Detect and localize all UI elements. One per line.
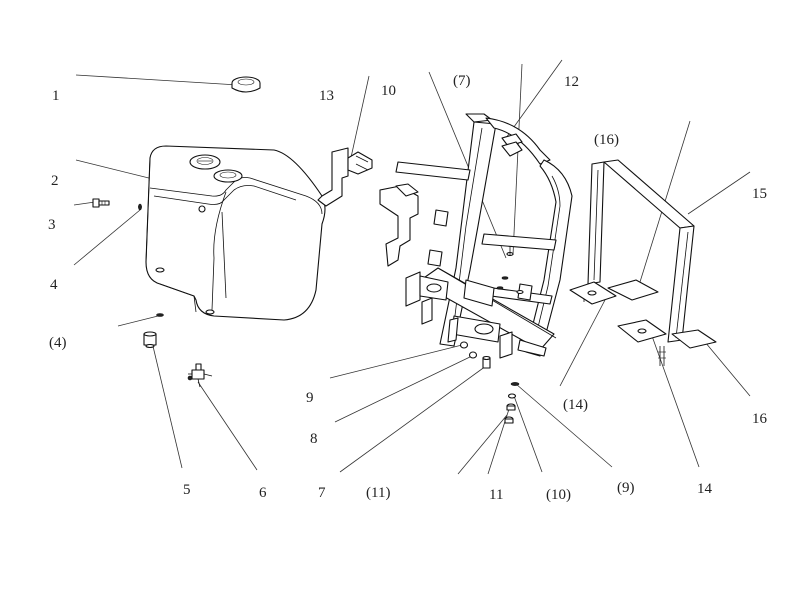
hardware-stack bbox=[504, 382, 520, 424]
drain-plug bbox=[143, 331, 157, 349]
hardware-washer bbox=[468, 351, 478, 359]
washer-alt bbox=[156, 313, 164, 317]
label-part-9-alt: (9) bbox=[617, 480, 635, 496]
tank-bracket-left bbox=[317, 147, 373, 207]
label-part-9: 9 bbox=[306, 390, 314, 406]
label-part-7: 7 bbox=[318, 485, 326, 501]
main-frame bbox=[395, 113, 573, 359]
frame-side-bracket bbox=[379, 183, 419, 267]
mounting-pad-lower bbox=[617, 319, 667, 343]
label-part-16-alt: (16) bbox=[594, 132, 619, 148]
hardware-nut bbox=[459, 341, 469, 349]
mounting-pad-upper bbox=[569, 281, 617, 305]
fuel-valve bbox=[187, 363, 213, 388]
label-part-15: 15 bbox=[752, 186, 767, 202]
label-part-6: 6 bbox=[259, 485, 267, 501]
callout-labels: 1 2 3 4 (4) 5 6 7 (11) 8 9 13 10 (7) 12 … bbox=[48, 73, 768, 503]
label-part-11-alt: (11) bbox=[366, 485, 390, 501]
washer bbox=[138, 203, 142, 211]
label-part-12: 12 bbox=[564, 74, 579, 90]
label-part-4: 4 bbox=[50, 277, 58, 293]
fuel-tank bbox=[145, 145, 326, 321]
label-part-10: 10 bbox=[381, 83, 396, 99]
hardware-bolt bbox=[482, 355, 491, 369]
label-part-7-alt: (7) bbox=[453, 73, 471, 89]
label-part-1: 1 bbox=[52, 88, 60, 104]
label-part-2: 2 bbox=[51, 173, 59, 189]
label-part-16: 16 bbox=[752, 411, 768, 427]
label-part-4-alt: (4) bbox=[49, 335, 67, 351]
label-part-13: 13 bbox=[319, 88, 334, 104]
rubber-plate-upper bbox=[607, 279, 659, 301]
label-part-11: 11 bbox=[489, 487, 503, 503]
u-bracket bbox=[583, 159, 695, 366]
label-part-3: 3 bbox=[48, 217, 56, 233]
label-part-8: 8 bbox=[310, 431, 318, 447]
label-part-14-alt: (14) bbox=[563, 397, 588, 413]
filler-cap bbox=[231, 76, 261, 93]
label-part-5: 5 bbox=[183, 482, 191, 498]
label-part-10-alt: (10) bbox=[546, 487, 571, 503]
rubber-plate-lower bbox=[671, 329, 717, 349]
label-part-14: 14 bbox=[697, 481, 713, 497]
bolt bbox=[92, 198, 110, 208]
